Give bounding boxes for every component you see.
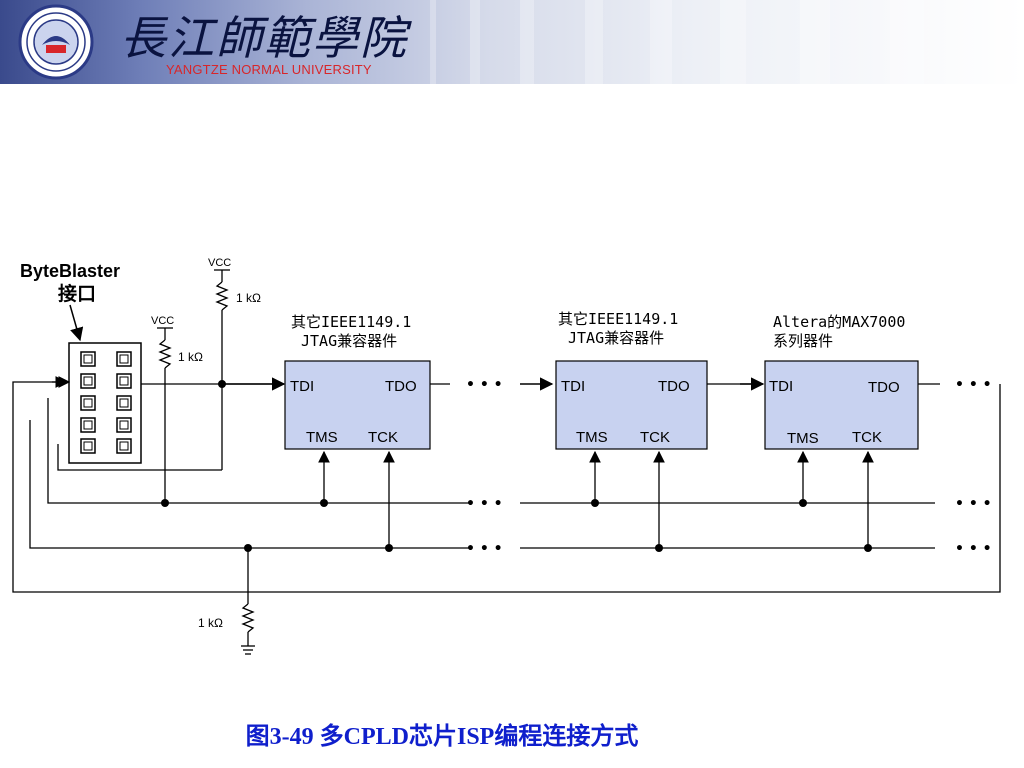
byteblaster-connector	[68, 342, 142, 464]
device-1-title-1: 其它IEEE1149.1	[291, 313, 411, 331]
device-3	[764, 360, 919, 450]
device-1-tdi: TDI	[290, 378, 314, 395]
resistor-label-2: 1 kΩ	[178, 350, 203, 364]
junction-dots	[161, 380, 872, 552]
device-3-tck: TCK	[852, 429, 882, 446]
university-logo	[18, 4, 94, 80]
vcc-pullup-tms	[157, 327, 173, 503]
tck-pulldown	[241, 548, 255, 655]
svg-text:• • •: • • •	[466, 377, 503, 393]
device-2-title-2: JTAG兼容器件	[568, 329, 664, 347]
svg-text:• • •: • • •	[955, 541, 992, 557]
ellipsis-marks: • • • • • • • • • • • • • • • • • •	[466, 377, 992, 557]
byteblaster-label-2: 接口	[58, 283, 96, 305]
device-2-title-1: 其它IEEE1149.1	[558, 310, 678, 328]
school-name-en: YANGTZE NORMAL UNIVERSITY	[166, 62, 372, 77]
device-2-tck: TCK	[640, 429, 670, 446]
vcc-label-1: VCC	[208, 257, 231, 269]
tms-tck-drops	[318, 450, 874, 548]
vcc-label-2: VCC	[151, 315, 174, 327]
device-2-tdo: TDO	[658, 378, 690, 395]
device-1-tdo: TDO	[385, 378, 417, 395]
device-3-tdo: TDO	[868, 379, 900, 396]
device-3-title-1: Altera的MAX7000	[773, 313, 905, 331]
device-1-tms: TMS	[306, 429, 338, 446]
device-3-tdi: TDI	[769, 378, 793, 395]
school-name-cn: 長江師範學院	[120, 11, 408, 65]
jtag-chain-diagram: ByteBlaster 接口 VCC 1 kΩ VCC 1 kΩ	[12, 257, 1001, 655]
device-1	[284, 360, 431, 450]
svg-text:• • •: • • •	[955, 496, 992, 512]
figure-caption: 图3-49 多CPLD芯片ISP编程连接方式	[245, 724, 639, 750]
byteblaster-label: ByteBlaster	[20, 261, 120, 281]
resistor-label-1: 1 kΩ	[236, 291, 261, 305]
device-1-tck: TCK	[368, 429, 398, 446]
vcc-pullup-tdi	[214, 269, 230, 470]
device-2-tms: TMS	[576, 429, 608, 446]
svg-text:• • •: • • •	[466, 541, 503, 557]
svg-text:• • •: • • •	[466, 496, 503, 512]
device-1-title-2: JTAG兼容器件	[301, 332, 397, 350]
device-2-tdi: TDI	[561, 378, 585, 395]
svg-text:• • •: • • •	[955, 377, 992, 393]
device-3-tms: TMS	[787, 430, 819, 447]
header-banner: 長江師範學院 YANGTZE NORMAL UNIVERSITY	[0, 0, 1024, 84]
device-2	[555, 360, 708, 450]
resistor-label-3: 1 kΩ	[198, 616, 223, 630]
device-3-title-2: 系列器件	[773, 332, 833, 350]
